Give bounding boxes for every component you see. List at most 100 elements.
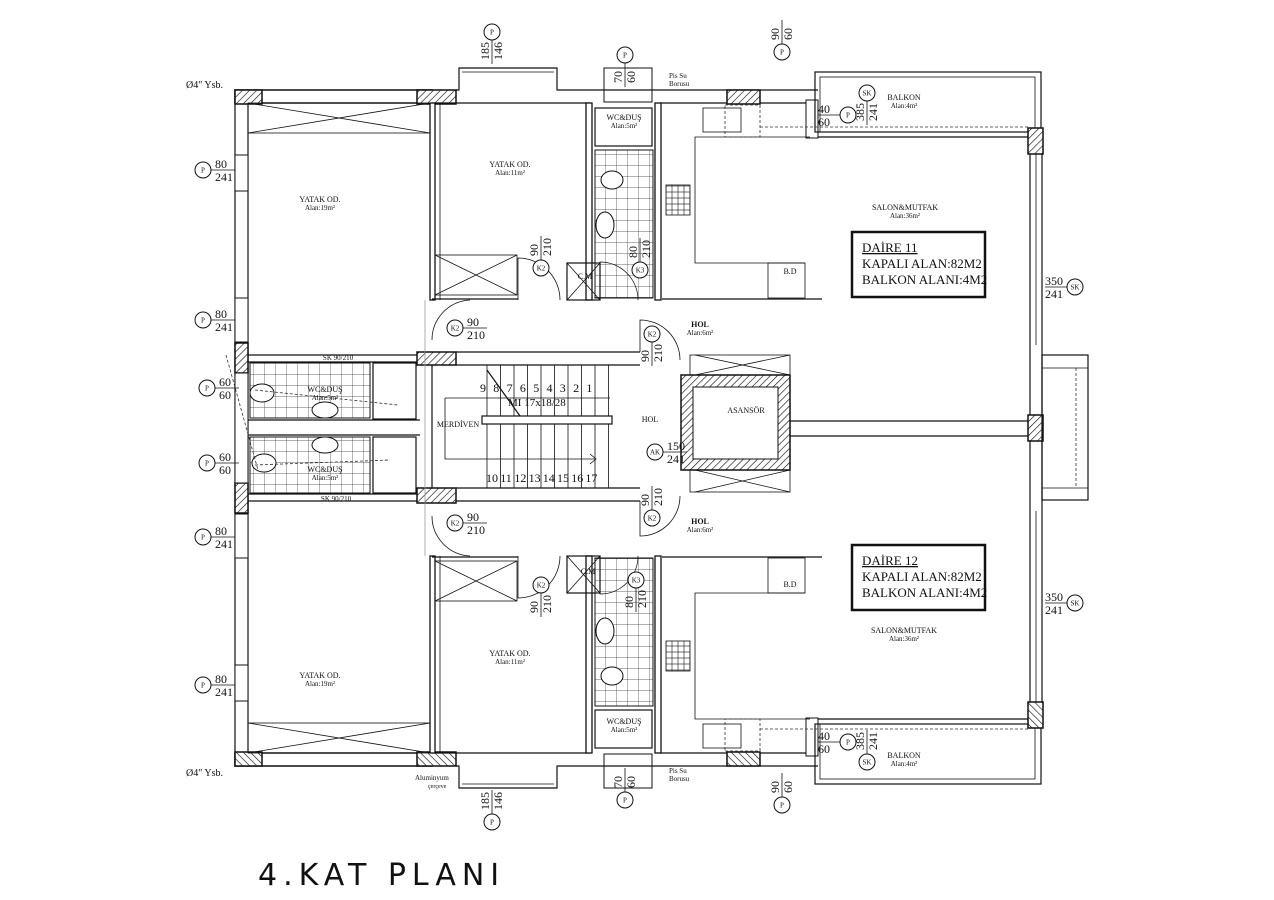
tag-code: K2 [648, 331, 657, 339]
apartment-11-info: DAİRE 11 KAPALI ALAN:82M2 BALKON ALANI:4… [850, 230, 987, 299]
tag-value-a: 385 [853, 732, 867, 750]
room-area: Alan:5m² [312, 394, 339, 402]
tag-code: P [205, 385, 209, 393]
stair-step-number: 8 [493, 381, 499, 395]
tag-value-b: 60 [818, 115, 830, 129]
room-area: Alan:6m² [687, 329, 714, 337]
cm-label-bottom: C.M [581, 567, 595, 576]
pipe-label-top-1: Pis Su [669, 72, 687, 80]
tag-code: P [201, 167, 205, 175]
tag-value-b: 210 [651, 488, 665, 506]
tag-code: P [201, 534, 205, 542]
stair-step-number: 3 [560, 381, 566, 395]
tag-value-a: 90 [768, 781, 782, 793]
room-name: WC&DUŞ [606, 113, 641, 122]
room-name: BALKON [887, 751, 921, 760]
room-area: Alan:4m² [891, 760, 918, 768]
room-area: Alan:36m² [889, 635, 919, 643]
stair-step-number: 17 [585, 471, 597, 485]
tag-code: P [623, 797, 627, 805]
tag-value-b: 210 [540, 238, 554, 256]
tag-value-b: 241 [215, 537, 233, 551]
room-name: WC&DUŞ [307, 385, 342, 394]
room-area: Alan:19m² [305, 204, 335, 212]
stair-step-number: 11 [500, 471, 512, 485]
stair-step-number: 4 [547, 381, 553, 395]
stair-step-number: 9 [480, 381, 486, 395]
tag-value-a: 185 [478, 42, 492, 60]
apartment-name: DAİRE 11 [862, 240, 918, 255]
room-area: Alan:11m² [495, 169, 525, 177]
tag-code: SK [1071, 600, 1080, 608]
room-name: YATAK OD. [489, 649, 530, 658]
balcony-area: BALKON ALANI:4M2 [862, 585, 987, 600]
room-name: YATAK OD. [299, 195, 340, 204]
tag-code: K2 [451, 325, 460, 333]
tag-value-a: 150 [667, 439, 685, 453]
stair-spec: MI 17x18/28 [508, 397, 566, 409]
tag-value-a: 80 [215, 307, 227, 321]
stair-step-number: 1 [586, 381, 592, 395]
tag-value-a: 80 [215, 524, 227, 538]
stair-step-number: 16 [571, 471, 583, 485]
stair-label: MERDİVEN [437, 420, 479, 429]
cm-label-top: C.M [578, 272, 592, 281]
tag-value-b: 210 [467, 523, 485, 537]
room-label: YATAK OD.Alan:19m² [299, 195, 340, 212]
tag-value-b: 241 [866, 732, 880, 750]
stair-step-number: 14 [543, 471, 555, 485]
tag-value-b: 241 [1045, 603, 1063, 617]
drain-label-bottom: Ø4" Ysb. [186, 768, 223, 779]
tag-code: K2 [537, 265, 546, 273]
tag-value-b: 241 [215, 320, 233, 334]
tag-value-a: 80 [215, 672, 227, 686]
tag-value-a: 90 [638, 350, 652, 362]
room-name: YATAK OD. [299, 671, 340, 680]
stair-step-number: 12 [514, 471, 526, 485]
tag-value-b: 210 [651, 344, 665, 362]
tag-code: SK [1071, 284, 1080, 292]
tag-code: P [490, 29, 494, 37]
tag-value-b: 60 [781, 28, 795, 40]
tag-value-b: 210 [540, 595, 554, 613]
tag-code: K3 [636, 267, 645, 275]
tag-value-b: 146 [491, 42, 505, 60]
room-label: YATAK OD.Alan:11m² [489, 160, 530, 177]
tag-code: SK [863, 759, 872, 767]
tag-value-b: 241 [215, 685, 233, 699]
tag-code: AK [650, 449, 660, 457]
tag-value-a: 80 [215, 157, 227, 171]
tag-value-a: 80 [626, 246, 640, 258]
tag-code: K2 [451, 520, 460, 528]
tag-code: P [623, 52, 627, 60]
stair-step-number: 10 [486, 471, 498, 485]
tag-value-a: 90 [467, 510, 479, 524]
tag-code: P [846, 739, 850, 747]
tag-code: SK [863, 90, 872, 98]
frame-label-2: çerçeve [428, 784, 447, 790]
tag-value-b: 60 [624, 776, 638, 788]
room-area: Alan:19m² [305, 680, 335, 688]
tag-value-b: 241 [866, 103, 880, 121]
tag-code: K2 [648, 515, 657, 523]
room-name: WC&DUŞ [307, 465, 342, 474]
tag-value-b: 241 [215, 170, 233, 184]
room-name: SALON&MUTFAK [871, 626, 937, 635]
